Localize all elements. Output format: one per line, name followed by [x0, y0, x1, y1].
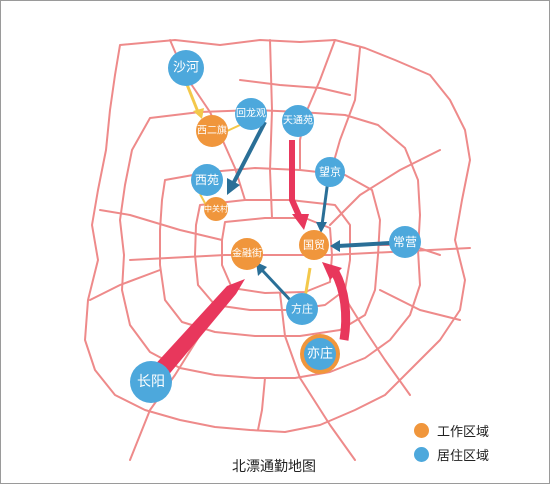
node-zhongguancun[interactable]: 中关村 [204, 197, 228, 221]
commute-arrow-changying-guomao [337, 241, 391, 248]
node-fangzhuang[interactable]: 方庄 [286, 293, 318, 325]
radial-road [279, 292, 356, 461]
node-guomao-circle [299, 230, 329, 260]
node-tiantongyuan-circle [282, 105, 314, 137]
node-xierqi-label: 西二旗 [197, 124, 227, 137]
work-area-dot-icon [414, 422, 429, 438]
node-zhongguancun-circle [204, 197, 228, 221]
commute-arrow-tiantongyuan-guomao [289, 140, 303, 220]
node-changying[interactable]: 常营 [389, 226, 421, 258]
commute-arrow-shahe-xierqi [184, 81, 200, 113]
node-zhongguancun-label: 中关村 [204, 204, 228, 214]
fifth-ring-road [119, 109, 421, 379]
node-xiyuan[interactable]: 西苑 [191, 164, 223, 196]
node-changyang-circle [130, 361, 172, 403]
commute-arrow-tiantongyuan-guomao-head [292, 214, 309, 230]
node-tiantongyuan-label: 天通苑 [283, 114, 313, 127]
node-jinrongjie-circle [231, 238, 263, 270]
node-huilongguan-circle [235, 98, 267, 130]
node-tiantongyuan[interactable]: 天通苑 [282, 105, 314, 137]
node-wangjing-circle [315, 157, 345, 187]
radial-road [129, 247, 471, 261]
node-xiyuan-label: 西苑 [195, 173, 219, 187]
radial-road [329, 47, 361, 176]
radial-road [257, 377, 266, 431]
radial-road [339, 289, 411, 396]
node-wangjing[interactable]: 望京 [315, 157, 345, 187]
node-changying-label: 常营 [393, 235, 417, 249]
map-legend: 工作区域 居住区域 [414, 418, 534, 466]
commute-arrows [150, 81, 391, 384]
node-shahe-label: 沙河 [173, 61, 199, 76]
commute-arrow-fangzhuang-guomao [303, 267, 312, 299]
node-xierqi[interactable]: 西二旗 [196, 115, 228, 147]
node-shahe[interactable]: 沙河 [168, 50, 204, 86]
radial-road [379, 289, 461, 321]
radial-road [239, 79, 351, 96]
map-title: 北漂通勤地图 [232, 459, 316, 475]
fourth-ring-road [159, 167, 381, 337]
commute-arrow-shahe-xierqi-head [193, 108, 204, 119]
node-changyang-label: 长阳 [137, 374, 165, 390]
radial-road [89, 269, 161, 301]
commute-arrow-wangjing-guomao [320, 179, 330, 226]
node-changying-circle [389, 226, 421, 258]
radial-road [329, 149, 441, 226]
commute-arrow-huilongguan-xiyuan-head [227, 178, 240, 195]
radial-road [299, 39, 336, 171]
node-changyang[interactable]: 长阳 [130, 361, 172, 403]
node-guomao[interactable]: 国贸 [299, 230, 329, 260]
residential-area-dot-icon [414, 446, 429, 462]
node-xiyuan-circle [191, 164, 223, 196]
commute-arrow-changyang-jinrongjie [150, 279, 245, 384]
commute-arrow-changying-guomao-head [330, 240, 340, 252]
commute-arrow-xiyuan-zhongguancun [199, 193, 207, 206]
node-huilongguan[interactable]: 回龙观 [235, 98, 267, 130]
node-xierqi-circle [196, 115, 228, 147]
commute-arrow-yizhuang-guomao [330, 269, 351, 341]
legend-label-work: 工作区域 [437, 424, 490, 440]
node-yizhuang-label: 亦庄 [307, 346, 333, 362]
third-ring-road [194, 199, 351, 311]
node-fangzhuang-circle [286, 293, 318, 325]
commute-arrow-wangjing-guomao-head [316, 222, 327, 233]
legend-label-residential: 居住区域 [437, 448, 490, 464]
commute-arrow-yizhuang-guomao-head [322, 262, 342, 280]
node-fangzhuang-label: 方庄 [291, 302, 313, 316]
commute-arrow-fangzhuang-jinrongjie [260, 268, 294, 304]
node-wangjing-label: 望京 [319, 165, 341, 179]
radial-road [269, 39, 273, 219]
node-yizhuang-circle [304, 338, 336, 370]
node-guomao-label: 国贸 [303, 239, 325, 252]
node-huilongguan-label: 回龙观 [236, 107, 266, 120]
node-jinrongjie-label: 金融街 [232, 247, 262, 260]
legend-item-work: 工作区域 [414, 418, 534, 442]
commute-arrow-huilongguan-xiyuan [232, 121, 267, 183]
node-jinrongjie[interactable]: 金融街 [231, 238, 263, 270]
map-nodes: 沙河 西二旗 回龙观 天通苑 西苑 中关村 望京 国贸 [130, 50, 421, 403]
commute-arrow-fangzhuang-jinrongjie-head [256, 262, 267, 276]
radial-road [99, 209, 223, 241]
legend-item-residential: 居住区域 [414, 442, 534, 466]
outer-ring-road [84, 39, 471, 433]
node-yizhuang[interactable]: 亦庄 [300, 334, 340, 374]
node-shahe-circle [168, 50, 204, 86]
